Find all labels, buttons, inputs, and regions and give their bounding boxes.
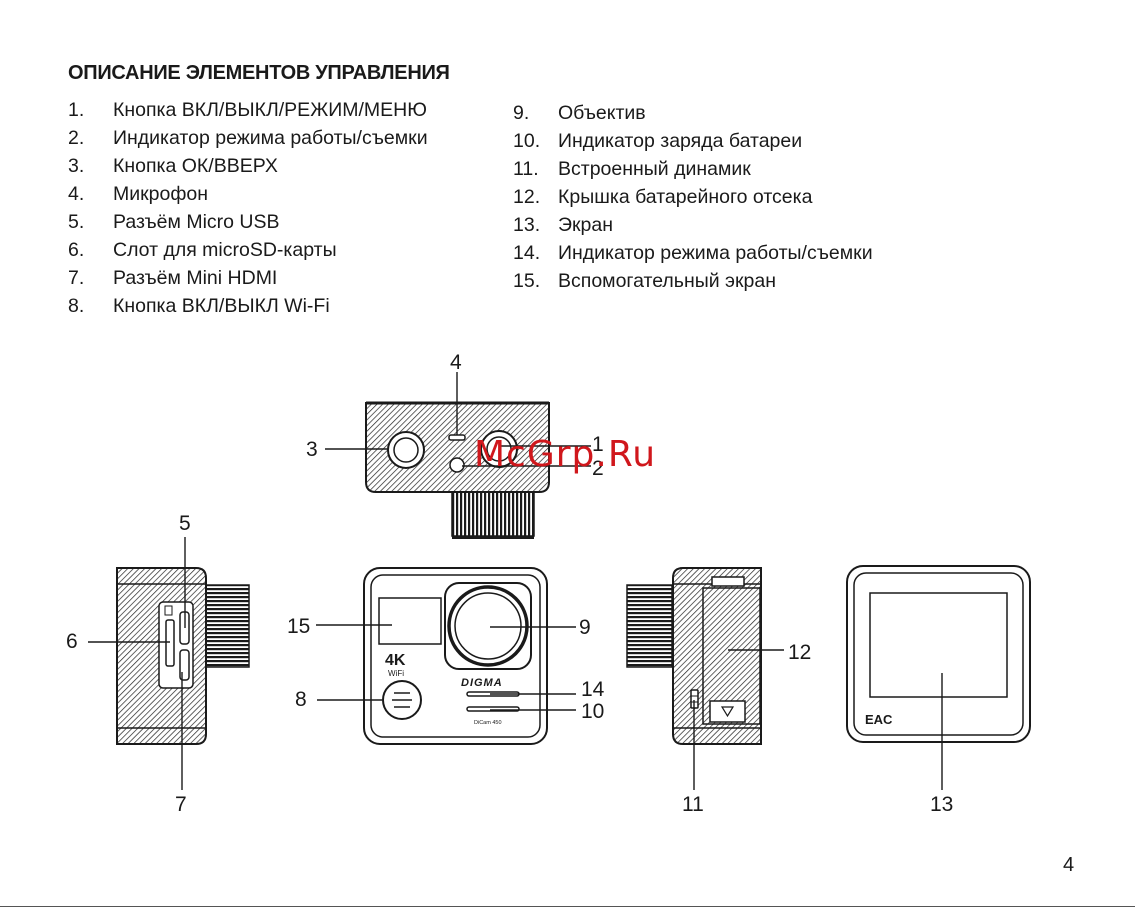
camera-back-view: EAC [846,565,1031,743]
item-number: 12. [513,186,541,208]
camera-front-view: 4K WiFi DIGMA DiCam 450 [363,567,548,745]
list-item: 8. Кнопка ВКЛ/ВЫКЛ Wi-Fi [68,292,428,320]
back-bezel [853,572,1024,736]
list-item: 14. Индикатор режима работы/съемки [513,239,873,267]
item-number: 14. [513,242,541,264]
status-indicator-top [449,457,465,473]
item-number: 3. [68,155,85,177]
item-text: Слот для microSD-карты [113,239,337,261]
item-text: Кнопка ВКЛ/ВЫКЛ/РЕЖИМ/МЕНЮ [113,99,427,121]
brand-logo: DIGMA [461,677,503,689]
eac-mark: EAC [865,712,893,727]
list-item: 5. Разъём Micro USB [68,208,428,236]
list-item: 2. Индикатор режима работы/съемки [68,124,428,152]
callout-7: 7 [175,793,187,816]
triangle-down-icon [720,706,735,718]
list-item: 15. Вспомогательный экран [513,267,873,295]
item-text: Индикатор режима работы/съемки [113,127,428,149]
camera-right-view [626,567,762,745]
callout-5: 5 [179,512,191,535]
camera-top-view [365,401,550,539]
item-text: Экран [558,214,614,236]
callout-13: 13 [930,793,953,816]
list-item: 1. Кнопка ВКЛ/ВЫКЛ/РЕЖИМ/МЕНЮ [68,96,428,124]
badge-4k: 4K [385,652,406,669]
item-number: 9. [513,102,530,124]
callout-2: 2 [592,457,604,480]
cover-latch [711,576,745,587]
item-number: 13. [513,214,541,236]
callout-15: 15 [287,615,310,638]
badge-wifi: WiFi [388,669,404,678]
callout-10: 10 [581,700,604,723]
lens-barrel-side [204,584,250,668]
ok-button-ring [393,437,419,463]
callout-4: 4 [450,351,462,374]
list-item: 12. Крышка батарейного отсека [513,183,873,211]
list-item: 3. Кнопка ОК/ВВЕРХ [68,152,428,180]
list-item: 13. Экран [513,211,873,239]
power-button-ring [486,436,512,462]
microsd-slot [165,619,175,667]
callout-14: 14 [581,678,605,701]
model-label: DiCam 450 [474,720,502,726]
list-item: 6. Слот для microSD-карты [68,236,428,264]
callout-6: 6 [66,630,78,653]
item-text: Объектив [558,102,646,124]
list-item: 9. Объектив [513,99,873,127]
item-number: 8. [68,295,85,317]
item-text: Индикатор режима работы/съемки [558,242,873,264]
front-bezel [370,574,541,738]
item-text: Разъём Mini HDMI [113,267,278,289]
lens-rim [452,536,534,539]
item-text: Вспомогательный экран [558,270,776,292]
watermark: McGrp.Ru [474,434,657,475]
camera-left-view [116,567,250,745]
leader-lines [88,372,943,790]
item-number: 5. [68,211,85,233]
item-number: 11. [513,158,539,180]
port-icon [164,605,173,616]
callout-12: 12 [788,641,811,664]
camera-body-top [365,402,550,493]
lens-inner [454,592,522,660]
item-number: 15. [513,270,541,292]
lens-barrel-side [626,584,673,668]
page-number: 4 [1063,854,1075,876]
item-text: Разъём Micro USB [113,211,280,233]
callout-3: 3 [306,438,318,461]
callout-11: 11 [682,793,704,816]
item-text: Кнопка ВКЛ/ВЫКЛ Wi-Fi [113,295,330,317]
item-number: 4. [68,183,85,205]
controls-list-right: 9. Объектив 10. Индикатор заряда батареи 1… [513,99,873,295]
item-number: 2. [68,127,85,149]
item-text: Индикатор заряда батареи [558,130,803,152]
bottom-divider [0,906,1135,907]
item-number: 6. [68,239,85,261]
list-item: 7. Разъём Mini HDMI [68,264,428,292]
page-title: ОПИСАНИЕ ЭЛЕМЕНТОВ УПРАВЛЕНИЯ [68,62,450,84]
item-text: Микрофон [113,183,209,205]
callout-8: 8 [295,688,307,711]
controls-list-left: 1. Кнопка ВКЛ/ВЫКЛ/РЕЖИМ/МЕНЮ 2. Индикатор… [68,96,428,320]
list-item: 4. Микрофон [68,180,428,208]
auxiliary-screen [378,597,442,645]
main-screen [869,592,1008,698]
item-text: Кнопка ОК/ВВЕРХ [113,155,278,177]
callout-9: 9 [579,616,591,639]
item-number: 7. [68,267,85,289]
item-text: Встроенный динамик [558,158,751,180]
lens-barrel [451,489,535,537]
item-text: Крышка батарейного отсека [558,186,813,208]
item-number: 1. [68,99,85,121]
item-number: 10. [513,130,541,152]
callout-1: 1 [592,433,604,456]
list-item: 10. Индикатор заряда батареи [513,127,873,155]
microphone [448,434,466,441]
list-item: 11. Встроенный динамик [513,155,873,183]
